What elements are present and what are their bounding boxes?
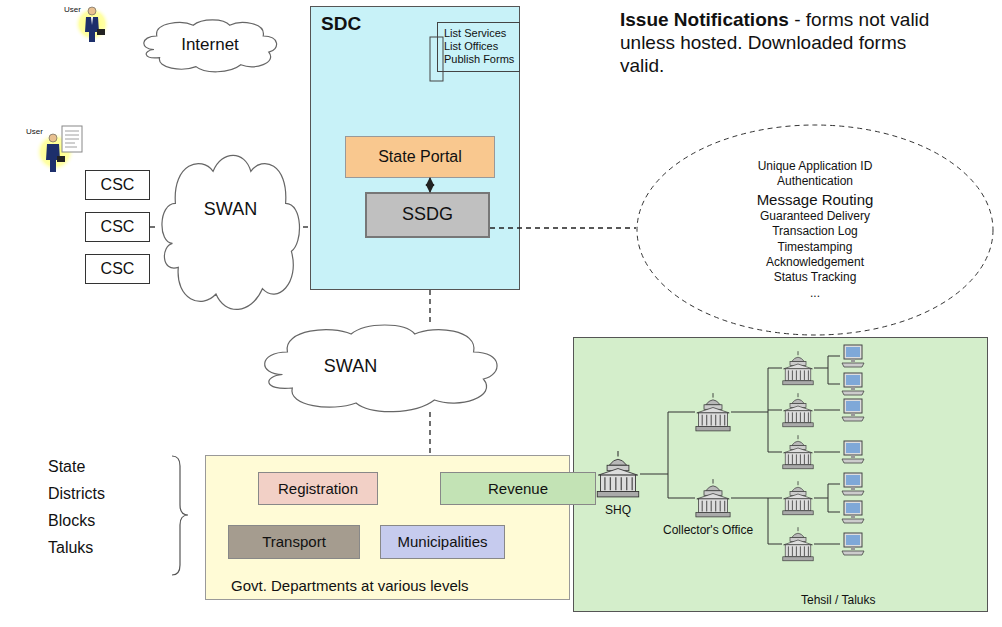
node-text: State Portal xyxy=(378,147,462,166)
department-box: Municipalities xyxy=(380,525,505,559)
node-text: SWAN xyxy=(324,356,377,378)
node-text: Status Tracking xyxy=(774,270,857,285)
level-label: Blocks xyxy=(48,512,95,530)
network-cloud: Internet xyxy=(140,18,280,72)
node-text: SDC xyxy=(321,13,361,36)
cloud-outline xyxy=(258,322,503,412)
node-text: CSC xyxy=(101,259,135,278)
gateway-box: SSDG xyxy=(365,192,490,238)
dashed-link xyxy=(303,226,310,227)
network-cloud: SWAN xyxy=(158,150,303,310)
csc-box: CSC xyxy=(85,254,150,284)
csc-box: CSC xyxy=(85,212,150,242)
node-text: Collector's Office xyxy=(663,523,753,537)
node-text: SWAN xyxy=(204,199,257,221)
node-text: SHQ xyxy=(605,503,631,517)
node-text: CSC xyxy=(101,217,135,236)
service-list: List ServicesList OfficesPublish Forms xyxy=(437,22,520,72)
feature-ellipse: Unique Application IDAuthenticationMessa… xyxy=(636,124,994,336)
portal-box: State Portal xyxy=(345,136,495,178)
department-box: Revenue xyxy=(440,472,596,505)
node-text: Municipalities xyxy=(397,533,487,551)
dashed-link xyxy=(150,226,158,227)
note-heading: Issue Notifications xyxy=(620,9,789,30)
user-label: User xyxy=(64,5,81,14)
department-panel: Govt. Departments at various levels Regis… xyxy=(205,455,570,600)
computer-icon xyxy=(842,345,864,555)
node-text: CSC xyxy=(101,175,135,194)
data-centre-box: SDC List ServicesList OfficesPublish Form… xyxy=(310,6,520,290)
node-text: Timestamping xyxy=(778,240,853,255)
level-label: Districts xyxy=(48,485,105,503)
node-text: Revenue xyxy=(488,480,548,498)
node-text: SSDG xyxy=(402,204,453,226)
node-text: Transaction Log xyxy=(772,224,858,239)
node-text: List Services xyxy=(444,27,506,40)
node-text: Unique Application ID xyxy=(758,159,873,174)
node-text: ... xyxy=(810,286,820,301)
network-cloud: SWAN xyxy=(258,322,503,412)
office-building xyxy=(597,351,813,561)
node-text: Govt. Departments at various levels xyxy=(231,577,469,595)
node-text: Message Routing xyxy=(757,190,874,209)
node-text: Guaranteed Delivery xyxy=(760,209,870,224)
node-text: Acknowledgement xyxy=(766,255,864,270)
dashed-link xyxy=(490,227,636,228)
node-text: Authentication xyxy=(777,174,853,189)
dashed-link xyxy=(429,290,430,322)
level-label: State xyxy=(48,458,85,476)
csc-box: CSC xyxy=(85,170,150,200)
node-text: Transport xyxy=(262,533,326,551)
note: Issue Notifications- forms not valid unl… xyxy=(620,8,930,78)
level-brace xyxy=(172,456,188,575)
node-text: List Offices xyxy=(444,40,498,53)
form-frame xyxy=(438,23,439,24)
node-text: Registration xyxy=(278,480,358,498)
department-box: Registration xyxy=(258,472,378,505)
department-box: Transport xyxy=(228,525,360,559)
node-text: Tehsil / Taluks xyxy=(801,593,875,607)
node-text: Publish Forms xyxy=(444,53,514,66)
node-text: Internet xyxy=(181,35,239,55)
user-label: User xyxy=(26,127,43,136)
arrow-link xyxy=(429,178,430,192)
dashed-link xyxy=(429,412,430,455)
cloud-outline xyxy=(158,150,303,310)
level-label: Taluks xyxy=(48,539,93,557)
